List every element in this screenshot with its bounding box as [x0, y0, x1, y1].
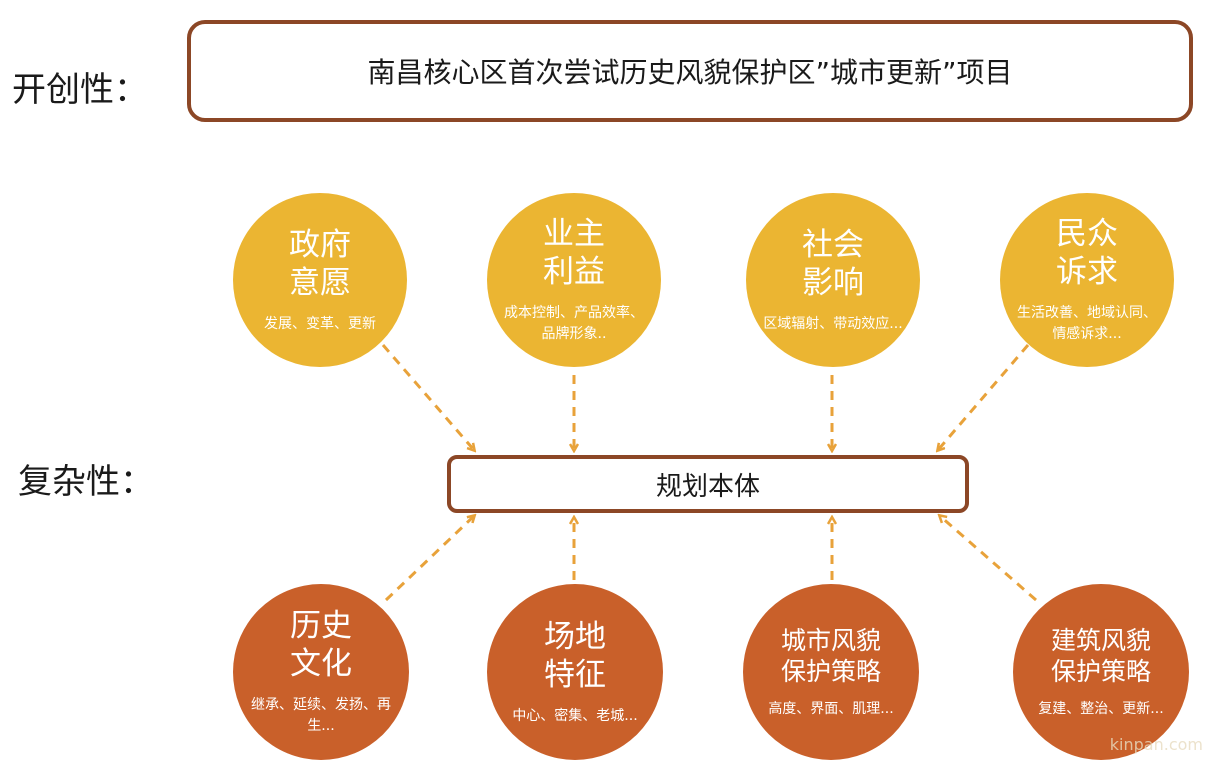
- project-statement-box: 南昌核心区首次尝试历史风貌保护区”城市更新”项目: [187, 20, 1193, 122]
- circle-subtitle: 区域辐射、带动效应...: [763, 315, 903, 332]
- circle-subtitle: 发展、变革、更新: [264, 315, 376, 332]
- arrow-history: [384, 516, 474, 602]
- circle-subtitle: 复建、整治、更新...: [1038, 700, 1164, 717]
- arrow-government: [381, 344, 474, 450]
- circle-history-culture: 历史 文化 继承、延续、发扬、再生...: [233, 584, 409, 760]
- circle-urban-style-strategy: 城市风貌 保护策略 高度、界面、肌理...: [743, 584, 919, 760]
- circle-social-impact: 社会 影响 区域辐射、带动效应...: [746, 193, 920, 367]
- watermark: kinpan.com: [1109, 735, 1203, 754]
- circle-title: 业主 利益: [543, 216, 605, 290]
- circle-building-style-strategy: 建筑风貌 保护策略 复建、整治、更新...: [1013, 584, 1189, 760]
- planning-core-text: 规划本体: [655, 471, 760, 502]
- circle-title: 社会 影响: [802, 226, 864, 301]
- planning-core-box: 规划本体: [447, 455, 969, 513]
- circle-title: 建筑风貌 保护策略: [1050, 625, 1151, 686]
- circle-title: 场地 特征: [544, 618, 606, 693]
- arrow-building-style: [940, 516, 1037, 602]
- circle-public-demand: 民众 诉求 生活改善、地域认同、情感诉求...: [1000, 193, 1174, 367]
- circle-subtitle: 生活改善、地域认同、情感诉求...: [1017, 305, 1157, 342]
- circle-subtitle: 高度、界面、肌理...: [768, 700, 894, 717]
- circle-title: 政府 意愿: [289, 226, 351, 301]
- circle-title: 城市风貌 保护策略: [780, 625, 881, 686]
- circle-owner-interest: 业主 利益 成本控制、产品效率、品牌形象..: [487, 193, 661, 367]
- innovation-label: 开创性：: [12, 70, 148, 110]
- circle-subtitle: 继承、延续、发扬、再生...: [251, 697, 391, 734]
- circle-site-features: 场地 特征 中心、密集、老城...: [487, 584, 663, 760]
- arrow-public: [938, 344, 1030, 450]
- circle-title: 历史 文化: [290, 608, 352, 682]
- complexity-label: 复杂性：: [18, 462, 154, 502]
- circle-subtitle: 成本控制、产品效率、品牌形象..: [504, 305, 644, 342]
- circle-title: 民众 诉求: [1056, 216, 1118, 290]
- circle-government-will: 政府 意愿 发展、变革、更新: [233, 193, 407, 367]
- circle-subtitle: 中心、密集、老城...: [512, 707, 638, 724]
- project-statement-text: 南昌核心区首次尝试历史风貌保护区”城市更新”项目: [367, 56, 1013, 89]
